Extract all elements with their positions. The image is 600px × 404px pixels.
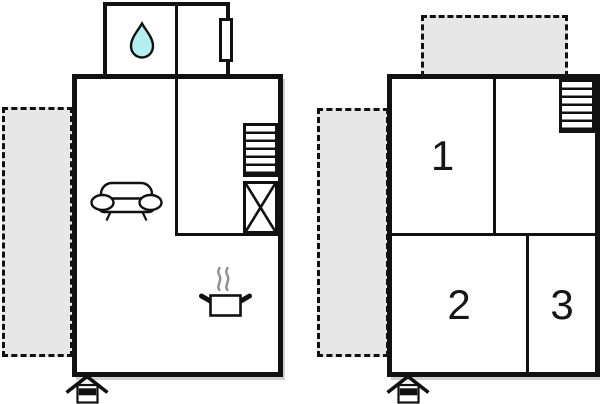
crossed-storage-icon [243, 181, 278, 234]
interior-wall-vertical [175, 79, 178, 236]
room-number: 1 [430, 132, 455, 179]
room-2-label: 2 [392, 236, 526, 374]
upper-wall-vertical-2 [526, 234, 529, 373]
upper-entrance-arrow-icon [385, 374, 431, 404]
room-1-label: 1 [392, 80, 493, 232]
entrance-arrow-icon [64, 374, 110, 404]
room-3-label: 3 [529, 236, 595, 374]
sofa-icon [90, 181, 163, 221]
upper-wall-horizontal [392, 233, 595, 236]
upper-stairs-icon [559, 79, 595, 133]
ground-annex [103, 2, 230, 80]
upper-terrace-top [421, 15, 568, 77]
steam-icon [217, 266, 222, 292]
room-number: 2 [447, 281, 471, 328]
steam-icon [225, 266, 230, 292]
room-number: 3 [550, 281, 574, 328]
upper-terrace-left [317, 108, 389, 357]
ground-terrace [2, 107, 73, 357]
interior-wall-horizontal [177, 233, 278, 236]
annex-divider-wall [175, 4, 178, 78]
window-icon [219, 18, 233, 62]
upper-wall-vertical-1 [493, 79, 496, 236]
stairs-icon [243, 123, 278, 177]
cooking-pot-icon [198, 262, 253, 318]
water-drop-icon [127, 21, 157, 60]
